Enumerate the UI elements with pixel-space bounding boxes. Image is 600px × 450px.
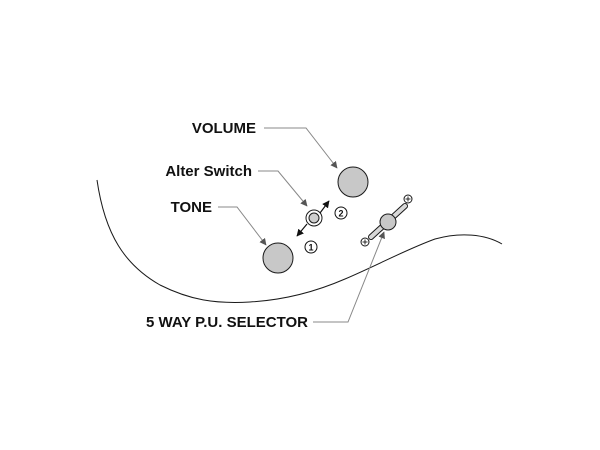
tone-knob[interactable]: [262, 242, 294, 274]
position-2-arrow: [319, 200, 330, 214]
position-2-marker: 2: [334, 206, 348, 220]
volume-label: VOLUME: [192, 120, 256, 137]
selector-leader-line: [313, 231, 385, 323]
tone-leader-line: [218, 206, 267, 246]
volume-leader-line: [264, 127, 338, 169]
position-1-marker: 1: [304, 240, 318, 254]
phillips-screw-icon: [360, 237, 370, 247]
selector-label: 5 WAY P.U. SELECTOR: [146, 314, 308, 331]
phillips-screw-icon: [403, 194, 413, 204]
tone-label: TONE: [171, 199, 212, 216]
five-way-selector[interactable]: [368, 203, 408, 240]
alter-switch[interactable]: [305, 209, 323, 227]
alter-switch-leader-line: [258, 170, 308, 207]
volume-knob[interactable]: [337, 166, 369, 198]
position-2-number: 2: [338, 209, 343, 219]
guitar-body-outline: [96, 179, 503, 303]
position-1-number: 1: [308, 243, 313, 253]
position-1-arrow: [296, 223, 308, 237]
alter-switch-label: Alter Switch: [165, 163, 252, 180]
selector-knob: [379, 213, 397, 231]
